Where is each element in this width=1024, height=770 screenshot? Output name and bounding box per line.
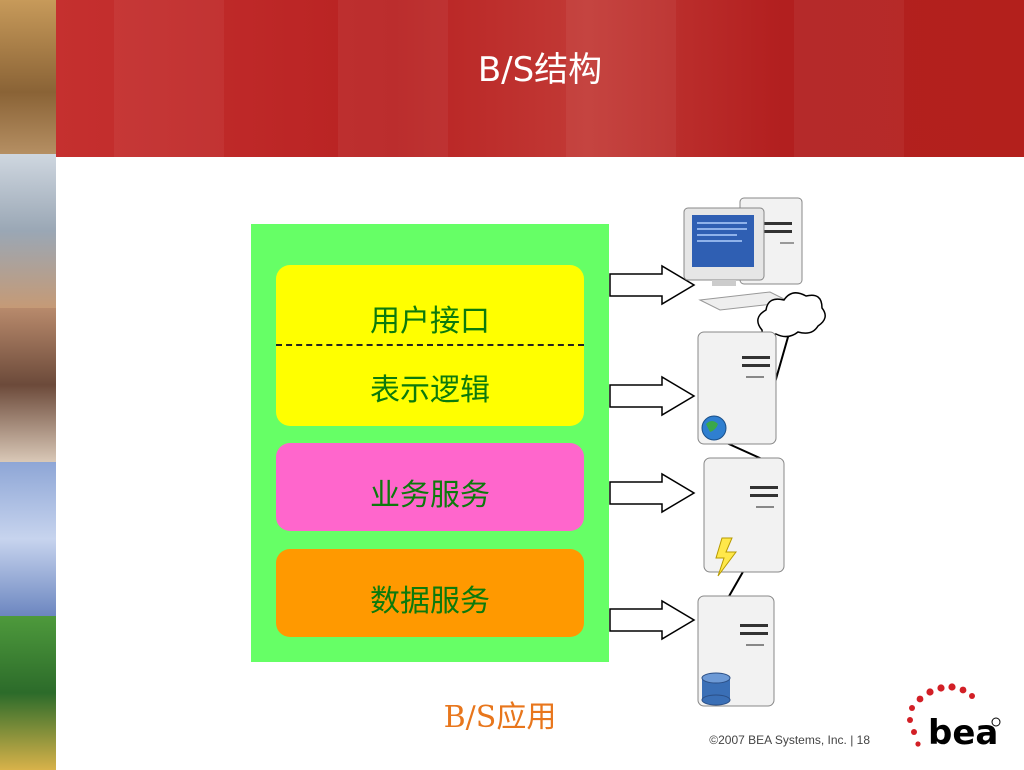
database-icon (701, 672, 731, 706)
photo-lab (0, 616, 56, 770)
bea-logo-text: bea (928, 713, 998, 753)
layer-business-service-label: 业务服务 (370, 478, 490, 513)
slide-title: B/S结构 (477, 50, 603, 90)
photo-warehouse (0, 0, 56, 154)
layer-presentation-logic-label: 表示逻辑 (370, 373, 490, 408)
layer-business-service-box (276, 443, 584, 531)
client-pc-icon (683, 197, 803, 311)
arrow-presentation (609, 375, 696, 417)
connector-app-db (727, 569, 745, 599)
db-server-icon (697, 595, 775, 707)
web-server-icon (697, 331, 777, 445)
left-photo-strip (0, 0, 56, 770)
diagram-caption: B/S应用 (443, 700, 557, 735)
layer-user-interface-label: 用户接口 (370, 304, 490, 339)
arrow-business (609, 472, 696, 514)
app-server-icon (703, 457, 785, 577)
bea-logo: bea (907, 683, 1001, 753)
footer-copyright: ©2007 BEA Systems, Inc. | 18 (709, 733, 870, 747)
cloud-icon (757, 292, 826, 338)
photo-papers (0, 462, 56, 616)
arrow-ui (609, 264, 696, 306)
layer-data-service-label: 数据服务 (370, 584, 490, 619)
photo-handshake (0, 154, 56, 308)
header-band (56, 0, 1024, 157)
arrow-data (609, 599, 696, 641)
lightning-icon (715, 537, 737, 577)
layer-data-service-box (276, 549, 584, 637)
layer-divider (276, 344, 584, 346)
photo-keyboard (0, 308, 56, 462)
